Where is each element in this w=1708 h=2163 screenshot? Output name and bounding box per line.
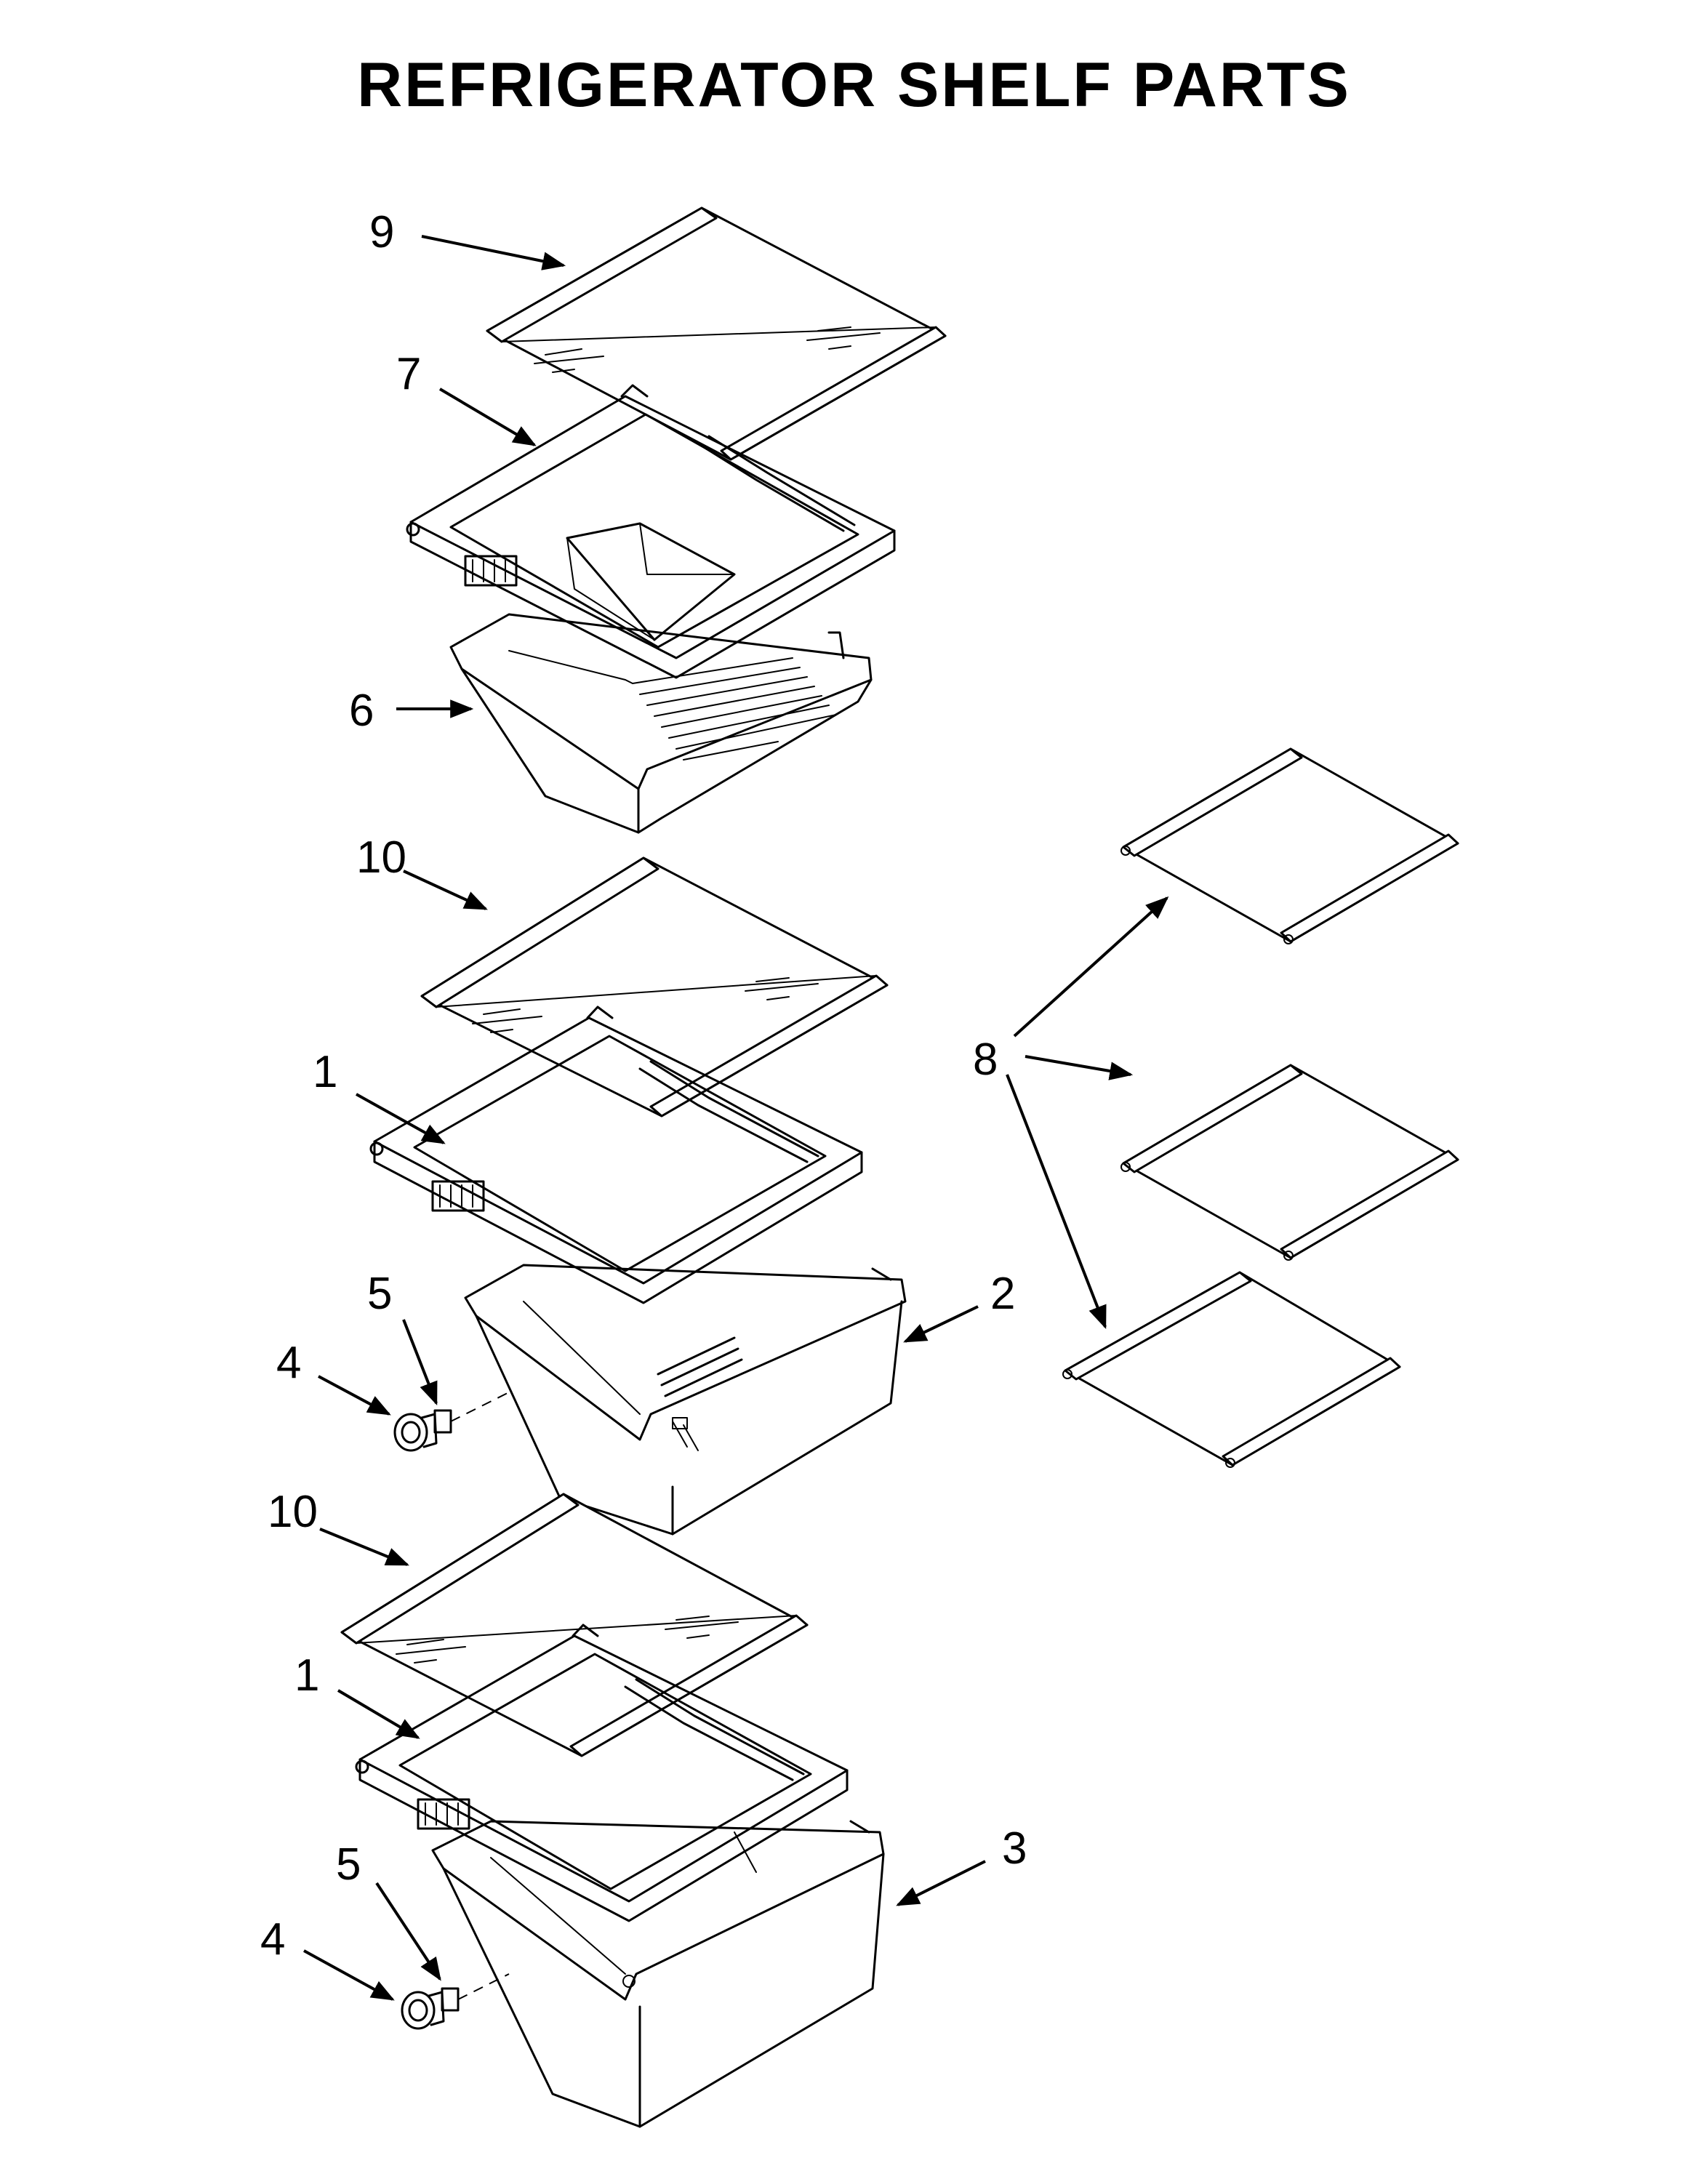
part-1-shelf-frame-lower[interactable] bbox=[355, 1624, 849, 1922]
callout-6: 6 bbox=[349, 686, 374, 736]
callout-9: 9 bbox=[369, 207, 394, 257]
callout-5-lower: 5 bbox=[336, 1839, 361, 1890]
glare-mark bbox=[534, 326, 881, 373]
part-9-glass-shelf[interactable] bbox=[486, 206, 947, 461]
callout-4-upper: 4 bbox=[276, 1338, 301, 1388]
part-4-5-hardware-upper[interactable] bbox=[393, 1392, 510, 1452]
leader-3 bbox=[896, 1860, 986, 1906]
drawer-ribs bbox=[632, 657, 837, 761]
callout-1-lower: 1 bbox=[294, 1650, 319, 1701]
leader-10-upper bbox=[403, 870, 488, 910]
part-7-shelf-frame[interactable] bbox=[406, 384, 896, 679]
glare-mark bbox=[472, 977, 819, 1033]
part-10-glass-shelf-lower[interactable] bbox=[340, 1493, 809, 1757]
leader-1-lower bbox=[337, 1689, 420, 1739]
leader-8-middle bbox=[1025, 1055, 1134, 1080]
leader-7 bbox=[438, 388, 537, 446]
callout-10-lower: 10 bbox=[268, 1487, 318, 1537]
leader-4-upper bbox=[318, 1375, 391, 1416]
callout-4-lower: 4 bbox=[260, 1914, 285, 1965]
leader-10-lower bbox=[319, 1528, 409, 1566]
part-10-glass-shelf-upper[interactable] bbox=[420, 856, 889, 1117]
leader-1-upper bbox=[356, 1093, 446, 1144]
part-1-shelf-frame-upper[interactable] bbox=[369, 1006, 863, 1304]
glare-mark bbox=[396, 1616, 739, 1664]
leader-8-bottom bbox=[1006, 1074, 1107, 1329]
callout-7: 7 bbox=[396, 349, 421, 399]
callout-5-upper: 5 bbox=[367, 1269, 392, 1319]
leader-8-top bbox=[1013, 896, 1169, 1038]
page-title: REFRIGERATOR SHELF PARTS bbox=[357, 50, 1351, 120]
leader-5-lower bbox=[375, 1882, 441, 1981]
callout-10-upper: 10 bbox=[356, 832, 406, 883]
callout-2: 2 bbox=[990, 1269, 1015, 1319]
part-8-shelf-middle[interactable] bbox=[1120, 1064, 1459, 1261]
leader-5-upper bbox=[402, 1319, 438, 1405]
part-3-drawer[interactable] bbox=[431, 1820, 885, 2128]
part-6-drawer[interactable] bbox=[449, 613, 873, 834]
leader-9 bbox=[421, 235, 566, 270]
part-8-shelf-top[interactable] bbox=[1120, 747, 1459, 944]
part-8-shelf-bottom[interactable] bbox=[1062, 1271, 1401, 1468]
leader-4-lower bbox=[303, 1949, 395, 2001]
callout-3: 3 bbox=[1002, 1823, 1027, 1874]
part-2-drawer[interactable] bbox=[464, 1264, 907, 1536]
drawer-ribs bbox=[657, 1336, 743, 1397]
callout-8: 8 bbox=[973, 1035, 998, 1085]
leader-2 bbox=[903, 1305, 979, 1343]
callout-1-upper: 1 bbox=[313, 1047, 337, 1097]
part-4-5-hardware-lower[interactable] bbox=[401, 1973, 510, 2030]
